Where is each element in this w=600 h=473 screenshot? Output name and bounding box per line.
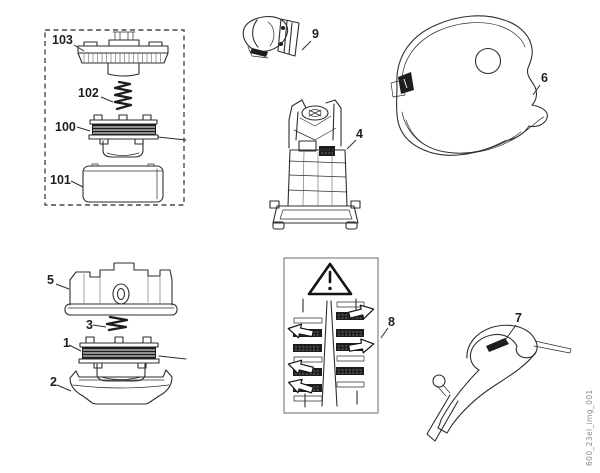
callout-1-leader <box>68 344 82 352</box>
part-103-ribbed-cap <box>77 31 169 77</box>
callout-101: 101 <box>50 173 71 187</box>
guard-hole <box>474 47 502 75</box>
part-7-handle: 7 <box>426 311 572 442</box>
kit-dashed-box <box>44 29 185 206</box>
callout-5-leader <box>55 283 70 290</box>
part-5-head-housing <box>64 262 178 316</box>
part-1-spool <box>78 336 187 382</box>
handle-knob <box>432 374 446 388</box>
callout-102: 102 <box>78 86 99 100</box>
arrow-right-icon <box>348 304 375 320</box>
callout-103-leader <box>73 44 85 52</box>
part-102-spring <box>113 80 133 111</box>
trimmer-line <box>158 355 187 360</box>
callout-103: 103 <box>52 33 73 47</box>
arrow-right-icon <box>348 338 375 354</box>
guard-clip <box>398 72 414 94</box>
callout-100-leader <box>76 126 91 132</box>
part-4-motor: 4 <box>269 99 363 230</box>
callout-2: 2 <box>50 375 57 389</box>
part-8-warning-label: 8 <box>283 257 395 414</box>
callout-1: 1 <box>63 336 70 350</box>
callout-2-leader <box>56 384 72 392</box>
arrow-left-icon <box>287 359 314 375</box>
callout-5: 5 <box>47 273 54 287</box>
callout-8-leader <box>380 327 389 339</box>
arrow-left-icon <box>287 378 314 394</box>
part-100-spool <box>88 114 187 158</box>
arrow-left-icon <box>287 323 314 339</box>
label-line-stems <box>321 300 338 407</box>
handle-grip-patch <box>486 338 509 352</box>
callout-9: 9 <box>312 27 319 41</box>
part-3-spring <box>105 315 129 332</box>
part-101-housing <box>82 163 164 203</box>
callout-100: 100 <box>55 120 76 134</box>
callout-4: 4 <box>356 127 363 141</box>
callout-101-leader <box>70 180 84 188</box>
warning-triangle-icon <box>307 262 353 296</box>
watermark-text: 600_23el_img_001 <box>585 389 594 466</box>
callout-3: 3 <box>86 318 93 332</box>
part-9-cap: 9 <box>242 16 319 59</box>
callout-3-leader <box>92 324 107 328</box>
callout-9-leader <box>301 40 312 51</box>
callout-7-leader <box>502 324 517 344</box>
trimmer-line <box>157 136 187 141</box>
callout-7: 7 <box>515 311 522 325</box>
callout-6-leader <box>532 84 541 96</box>
part-6-deflector: 6 <box>390 15 548 156</box>
spool-kit-group: 103 102 100 101 <box>44 29 187 206</box>
callout-102-leader <box>100 96 114 103</box>
part-2-cover <box>69 369 173 405</box>
callout-4-leader <box>346 139 357 150</box>
callout-8: 8 <box>388 315 395 329</box>
callout-6: 6 <box>541 71 548 85</box>
mowing-head-group: 5 3 1 2 <box>47 262 187 405</box>
